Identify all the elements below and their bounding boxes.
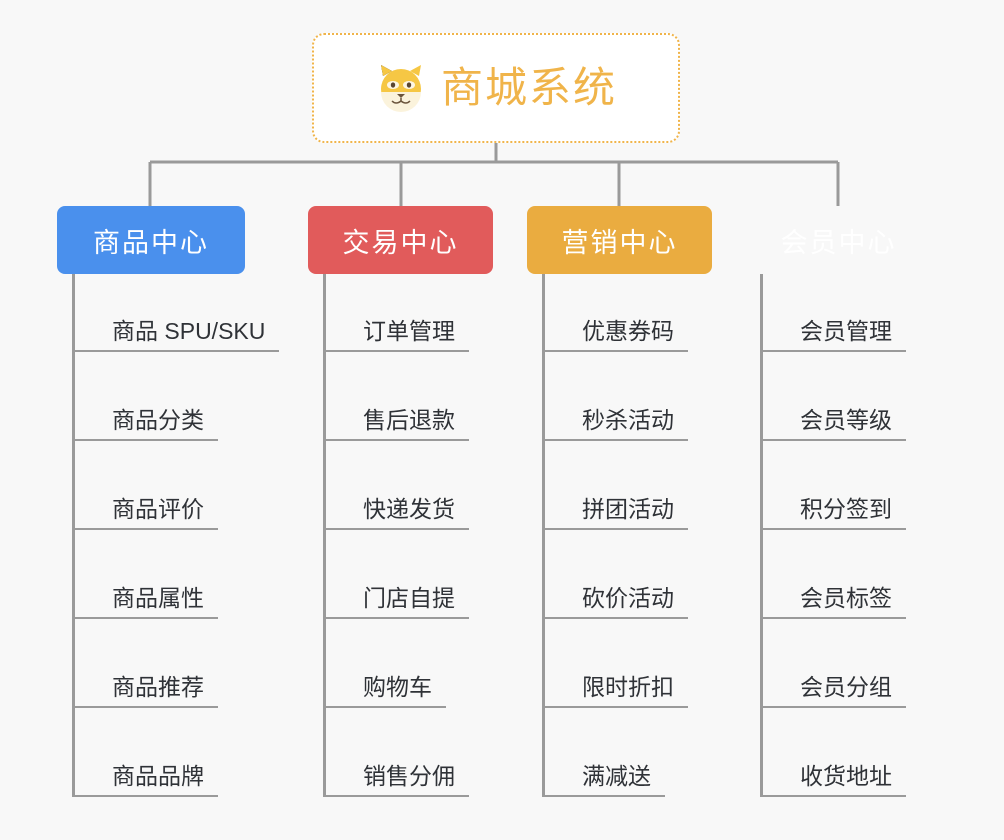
leaf-item[interactable]: 积分签到 <box>760 486 906 530</box>
leaf-item[interactable]: 优惠券码 <box>542 308 688 352</box>
leaf-item[interactable]: 商品分类 <box>72 397 218 441</box>
leaf-item[interactable]: 收货地址 <box>760 753 906 797</box>
leaf-item-label: 商品推荐 <box>72 674 218 708</box>
leaf-item[interactable]: 商品评价 <box>72 486 218 530</box>
leaf-item-label: 会员等级 <box>760 407 906 441</box>
leaf-item[interactable]: 商品品牌 <box>72 753 218 797</box>
leaf-item-label: 拼团活动 <box>542 496 688 530</box>
leaf-item[interactable]: 订单管理 <box>323 308 469 352</box>
leaf-item-label: 商品品牌 <box>72 763 218 797</box>
category-label: 商品中心 <box>93 227 209 258</box>
leaf-item[interactable]: 售后退款 <box>323 397 469 441</box>
leaf-item-label: 满减送 <box>542 763 665 797</box>
root-title: 商城系统 <box>440 64 617 111</box>
shiba-dog-emoji <box>375 62 427 114</box>
leaf-item-label: 积分签到 <box>760 496 906 530</box>
leaf-item[interactable]: 满减送 <box>542 753 665 797</box>
leaf-item-label: 商品属性 <box>72 585 218 619</box>
leaf-item-label: 销售分佣 <box>323 763 469 797</box>
leaf-item-label: 秒杀活动 <box>542 407 688 441</box>
leaf-spine <box>323 274 326 797</box>
leaf-item[interactable]: 销售分佣 <box>323 753 469 797</box>
leaf-spine <box>760 274 763 797</box>
category-box-4[interactable]: 会员中心 <box>745 206 932 274</box>
leaf-item[interactable]: 会员等级 <box>760 397 906 441</box>
leaf-item[interactable]: 快递发货 <box>323 486 469 530</box>
leaf-item[interactable]: 拼团活动 <box>542 486 688 530</box>
leaf-item-label: 商品 SPU/SKU <box>72 318 280 352</box>
leaf-item[interactable]: 限时折扣 <box>542 664 688 708</box>
leaf-item[interactable]: 会员分组 <box>760 664 906 708</box>
leaf-item[interactable]: 秒杀活动 <box>542 397 688 441</box>
leaf-item-label: 商品分类 <box>72 407 218 441</box>
leaf-item[interactable]: 商品推荐 <box>72 664 218 708</box>
leaf-item-label: 收货地址 <box>760 763 906 797</box>
leaf-spine <box>72 274 75 797</box>
leaf-item-label: 限时折扣 <box>542 674 688 708</box>
leaf-item-label: 购物车 <box>323 674 446 708</box>
leaf-item[interactable]: 商品 SPU/SKU <box>72 308 280 352</box>
category-label: 交易中心 <box>342 227 459 258</box>
category-box-2[interactable]: 交易中心 <box>308 206 493 274</box>
leaf-item-label: 会员标签 <box>760 585 906 619</box>
category-label: 会员中心 <box>780 227 897 258</box>
category-box-1[interactable]: 商品中心 <box>57 206 245 274</box>
leaf-item-label: 会员分组 <box>760 674 906 708</box>
category-box-3[interactable]: 营销中心 <box>527 206 712 274</box>
leaf-item-label: 会员管理 <box>760 318 906 352</box>
leaf-item-label: 优惠券码 <box>542 318 688 352</box>
leaf-item[interactable]: 砍价活动 <box>542 575 688 619</box>
leaf-item[interactable]: 购物车 <box>323 664 446 708</box>
leaf-item[interactable]: 商品属性 <box>72 575 218 619</box>
leaf-item-label: 砍价活动 <box>542 585 688 619</box>
leaf-item[interactable]: 会员标签 <box>760 575 906 619</box>
leaf-spine <box>542 274 545 797</box>
leaf-item[interactable]: 会员管理 <box>760 308 906 352</box>
leaf-item-label: 售后退款 <box>323 407 469 441</box>
leaf-item-label: 商品评价 <box>72 496 218 530</box>
leaf-item[interactable]: 门店自提 <box>323 575 469 619</box>
leaf-item-label: 订单管理 <box>323 318 469 352</box>
leaf-item-label: 门店自提 <box>323 585 469 619</box>
leaf-item-label: 快递发货 <box>323 496 469 530</box>
category-label: 营销中心 <box>561 227 678 258</box>
root-node[interactable]: 商城系统 <box>312 33 680 143</box>
